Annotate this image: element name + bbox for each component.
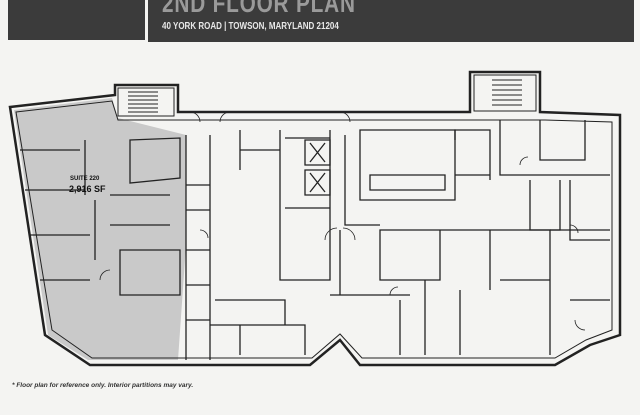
- suite-label: SUITE 220: [70, 176, 100, 182]
- header-band: 2ND FLOOR PLAN 40 YORK ROAD | TOWSON, MA…: [148, 0, 634, 42]
- door-swings: [99, 111, 586, 331]
- interior-walls: [20, 120, 610, 360]
- address: 40 YORK ROAD | TOWSON, MARYLAND 21204: [162, 21, 339, 32]
- suite-area: 2,916 SF: [69, 184, 106, 194]
- footnote: * Floor plan for reference only. Interio…: [12, 382, 194, 389]
- stair-left: [117, 87, 175, 117]
- suite-220-area: [14, 98, 186, 360]
- stair-right: [473, 74, 537, 112]
- page-title: 2ND FLOOR PLAN: [162, 0, 356, 18]
- exterior-wall: [8, 70, 622, 367]
- header-left-band: [8, 0, 145, 40]
